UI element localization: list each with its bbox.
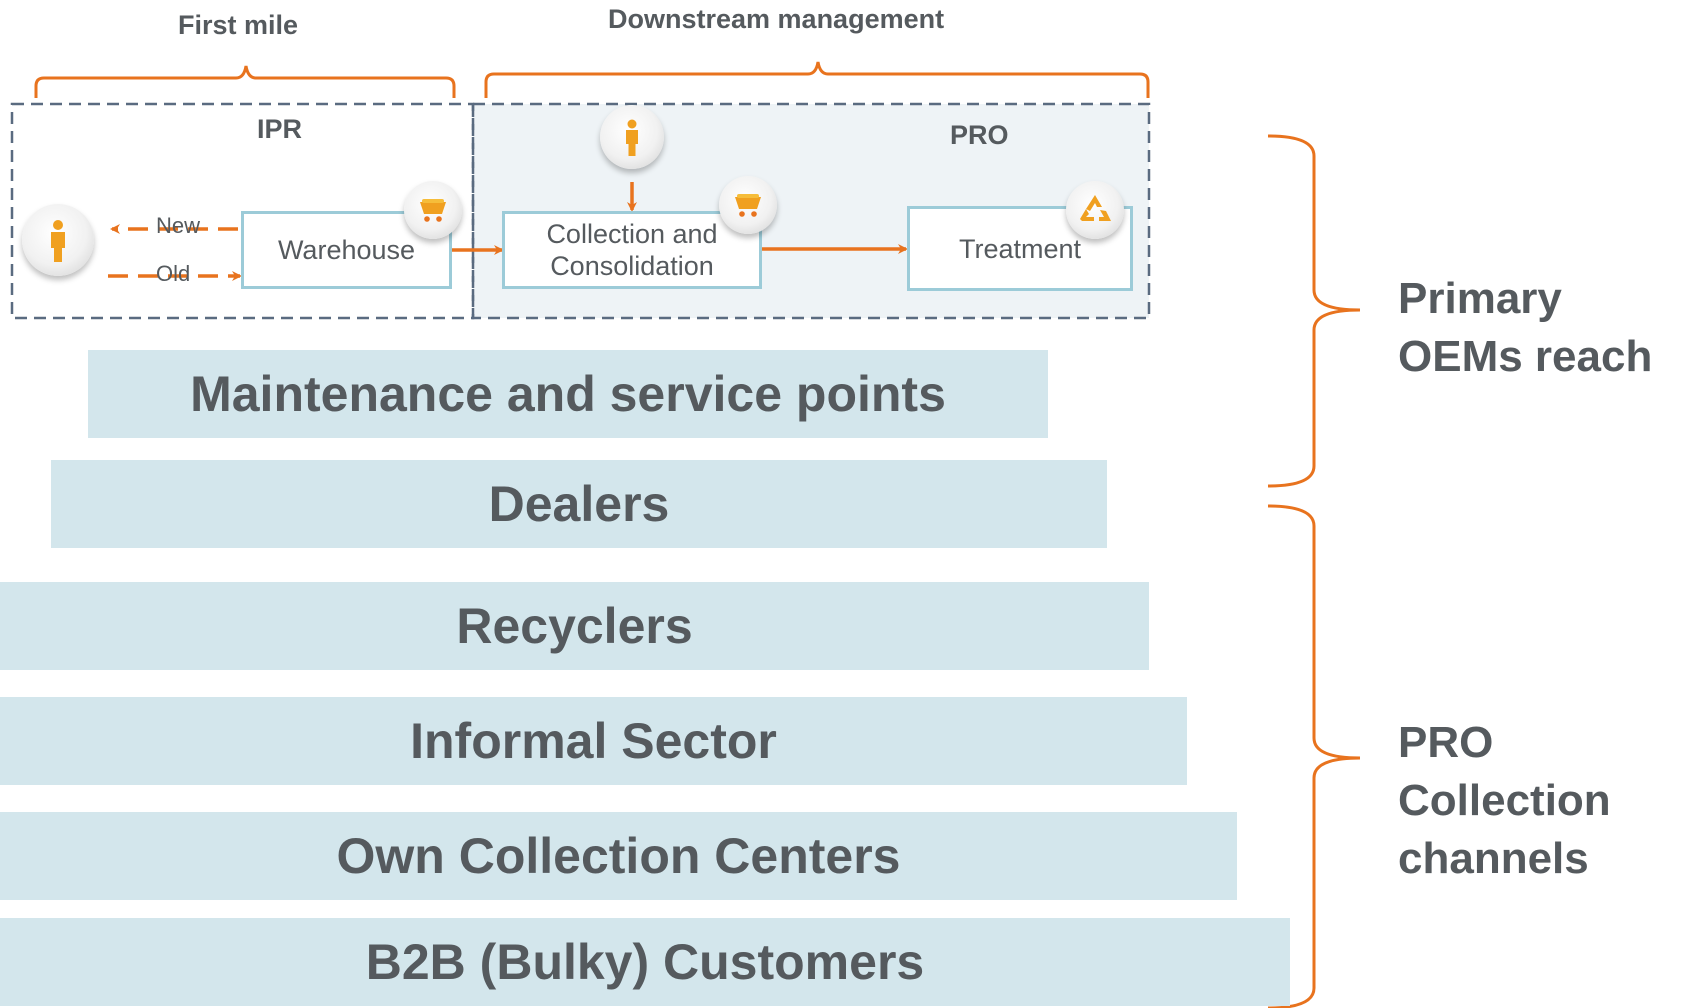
ipr-zone-border: [10, 102, 475, 320]
channel-label: Dealers: [488, 476, 670, 532]
collection-box: Collection and Consolidation: [502, 211, 762, 289]
primary-brace: [1267, 134, 1361, 488]
first-mile-bracket: [34, 65, 456, 98]
channel-label: Recyclers: [456, 598, 693, 654]
pro-collection-channels-label: PRO Collection channels: [1398, 718, 1611, 883]
channel-label: Own Collection Centers: [336, 828, 901, 884]
downstream-header: Downstream management: [608, 4, 945, 34]
recycle-icon: [1066, 181, 1124, 239]
collection-label-line1: Collection and: [546, 219, 718, 249]
old-label: Old: [156, 261, 191, 286]
warehouse-box: Warehouse: [241, 211, 452, 289]
pro-zone-border: [471, 102, 1151, 320]
primary-oems-label: Primary OEMs reach: [1398, 274, 1653, 381]
channel-bar: Dealers: [51, 460, 1107, 548]
pro-title: PRO: [950, 120, 1009, 150]
person-icon: [22, 204, 94, 276]
treatment-label: Treatment: [958, 233, 1082, 264]
first-mile-header: First mile: [178, 10, 299, 40]
pro-channels-brace: [1267, 504, 1361, 1008]
channel-label: B2B (Bulky) Customers: [365, 934, 925, 990]
channel-label: Maintenance and service points: [190, 366, 946, 422]
collection-label-line2: Consolidation: [550, 251, 714, 281]
person-icon: [600, 105, 664, 169]
warehouse-label: Warehouse: [277, 235, 416, 265]
channel-label: Informal Sector: [410, 713, 777, 769]
ipr-title: IPR: [257, 114, 303, 144]
downstream-bracket: [484, 61, 1150, 98]
channel-bar: Recyclers: [0, 582, 1149, 670]
channel-bar: B2B (Bulky) Customers: [0, 918, 1290, 1006]
cart-icon: [719, 176, 777, 234]
channel-bar: Informal Sector: [0, 697, 1187, 785]
cart-icon: [404, 181, 462, 239]
channel-bar: Own Collection Centers: [0, 812, 1237, 900]
new-label: New: [156, 213, 201, 238]
channel-bar: Maintenance and service points: [88, 350, 1048, 438]
